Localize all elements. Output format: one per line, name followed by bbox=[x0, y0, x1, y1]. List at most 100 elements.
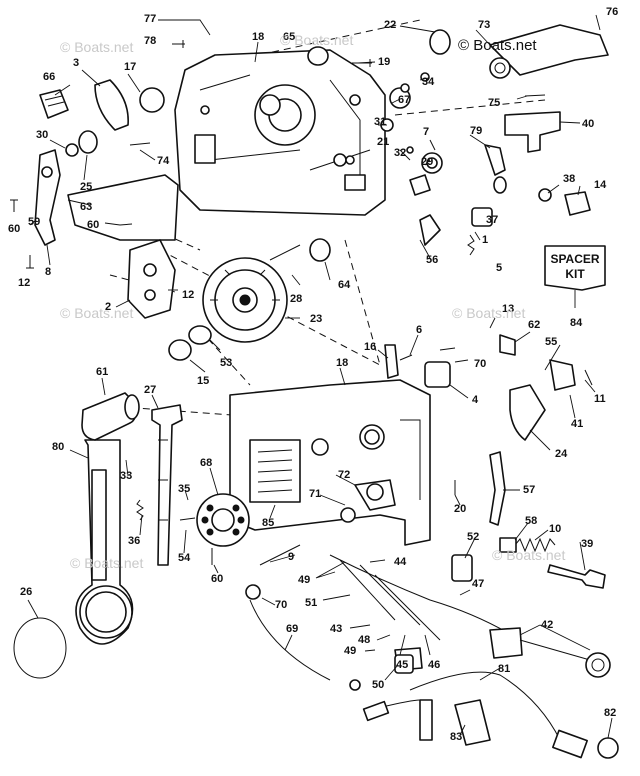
label-12-left: 12 bbox=[18, 277, 30, 289]
label-54: 54 bbox=[178, 552, 191, 564]
label-82: 82 bbox=[604, 707, 616, 719]
label-56: 56 bbox=[426, 254, 438, 266]
label-23: 23 bbox=[310, 313, 322, 325]
label-53: 53 bbox=[220, 357, 232, 369]
label-77: 77 bbox=[144, 13, 156, 25]
label-79: 79 bbox=[470, 125, 482, 137]
leader-lines bbox=[27, 14, 613, 739]
label-9: 9 bbox=[288, 551, 294, 563]
label-18-upper: 18 bbox=[252, 31, 264, 43]
label-58: 58 bbox=[525, 515, 537, 527]
label-60-left: 60 bbox=[8, 223, 20, 235]
label-46: 46 bbox=[428, 659, 440, 671]
label-16: 16 bbox=[364, 341, 376, 353]
label-60-bottom: 60 bbox=[211, 573, 223, 585]
watermark-faint-1: © Boats.net bbox=[60, 39, 133, 55]
label-40: 40 bbox=[582, 118, 594, 130]
label-66: 66 bbox=[43, 71, 55, 83]
label-80: 80 bbox=[52, 441, 64, 453]
label-15: 15 bbox=[197, 375, 209, 387]
label-28: 28 bbox=[290, 293, 302, 305]
label-36: 36 bbox=[128, 535, 140, 547]
label-50: 50 bbox=[372, 679, 384, 691]
label-37: 37 bbox=[486, 214, 498, 226]
label-19: 19 bbox=[378, 56, 390, 68]
label-49-lower: 49 bbox=[344, 645, 356, 657]
label-10: 10 bbox=[549, 523, 561, 535]
label-1: 1 bbox=[482, 234, 488, 246]
label-44: 44 bbox=[394, 556, 407, 568]
label-59: 59 bbox=[28, 216, 40, 228]
watermark-faint-4: © Boats.net bbox=[70, 555, 143, 571]
label-74: 74 bbox=[157, 155, 170, 167]
left-side-parts bbox=[34, 79, 179, 319]
spacer-kit-line2: KIT bbox=[565, 267, 585, 281]
label-25: 25 bbox=[80, 181, 92, 193]
label-45: 45 bbox=[396, 659, 408, 671]
label-48: 48 bbox=[358, 634, 370, 646]
label-35: 35 bbox=[178, 483, 190, 495]
label-57: 57 bbox=[523, 484, 535, 496]
label-31: 31 bbox=[374, 116, 386, 128]
label-42: 42 bbox=[541, 619, 553, 631]
handle-grip bbox=[81, 392, 140, 441]
label-43: 43 bbox=[330, 623, 342, 635]
label-49-upper: 49 bbox=[298, 574, 310, 586]
upper-cover-housing bbox=[174, 49, 386, 216]
label-20: 20 bbox=[454, 503, 466, 515]
lower-cover-housing bbox=[229, 379, 431, 546]
right-side-parts bbox=[421, 24, 609, 227]
label-32: 32 bbox=[394, 147, 406, 159]
label-6: 6 bbox=[416, 324, 422, 336]
watermark-faint-6: © Boats.net bbox=[280, 32, 353, 48]
label-8: 8 bbox=[45, 266, 51, 278]
watermarks: © Boats.net © Boats.net © Boats.net © Bo… bbox=[60, 32, 565, 571]
label-26: 26 bbox=[20, 586, 32, 598]
label-62: 62 bbox=[528, 319, 540, 331]
label-78: 78 bbox=[144, 35, 156, 47]
label-72: 72 bbox=[338, 469, 350, 481]
label-11: 11 bbox=[594, 393, 606, 405]
label-2: 2 bbox=[105, 301, 111, 313]
label-85: 85 bbox=[262, 517, 274, 529]
label-4: 4 bbox=[472, 394, 479, 406]
battery-cables bbox=[362, 671, 619, 759]
label-21: 21 bbox=[377, 136, 389, 148]
label-65: 65 bbox=[283, 31, 295, 43]
label-47: 47 bbox=[472, 578, 484, 590]
label-38: 38 bbox=[563, 173, 575, 185]
label-55: 55 bbox=[545, 336, 557, 348]
label-83: 83 bbox=[450, 731, 462, 743]
watermark-top: © Boats.net bbox=[458, 37, 537, 54]
shift-lever bbox=[151, 404, 183, 566]
label-18-lower: 18 bbox=[336, 357, 348, 369]
shift-gear bbox=[196, 493, 250, 547]
spacer-kit-box: SPACER KIT bbox=[544, 245, 606, 291]
label-17: 17 bbox=[124, 61, 136, 73]
label-73: 73 bbox=[478, 19, 490, 31]
label-70-upper: 70 bbox=[474, 358, 486, 370]
label-52: 52 bbox=[467, 531, 479, 543]
label-51: 51 bbox=[305, 597, 317, 609]
label-71: 71 bbox=[309, 488, 321, 500]
label-27: 27 bbox=[144, 384, 156, 396]
label-84: 84 bbox=[570, 317, 583, 329]
label-39: 39 bbox=[581, 538, 593, 550]
label-5: 5 bbox=[496, 262, 502, 274]
watermark-faint-3: © Boats.net bbox=[452, 305, 525, 321]
label-60-mid: 60 bbox=[87, 219, 99, 231]
control-handle bbox=[75, 439, 134, 645]
label-34: 34 bbox=[422, 76, 435, 88]
label-68: 68 bbox=[200, 457, 212, 469]
label-67: 67 bbox=[398, 94, 410, 106]
label-64: 64 bbox=[338, 279, 351, 291]
spacer-kit-line1: SPACER bbox=[550, 252, 599, 266]
label-14: 14 bbox=[594, 179, 607, 191]
label-30: 30 bbox=[36, 129, 48, 141]
part-labels: 77 78 18 65 22 73 76 19 66 3 17 34 67 75… bbox=[8, 6, 618, 743]
label-41: 41 bbox=[571, 418, 583, 430]
label-70-lower: 70 bbox=[275, 599, 287, 611]
screws bbox=[10, 40, 593, 566]
label-81: 81 bbox=[498, 663, 510, 675]
